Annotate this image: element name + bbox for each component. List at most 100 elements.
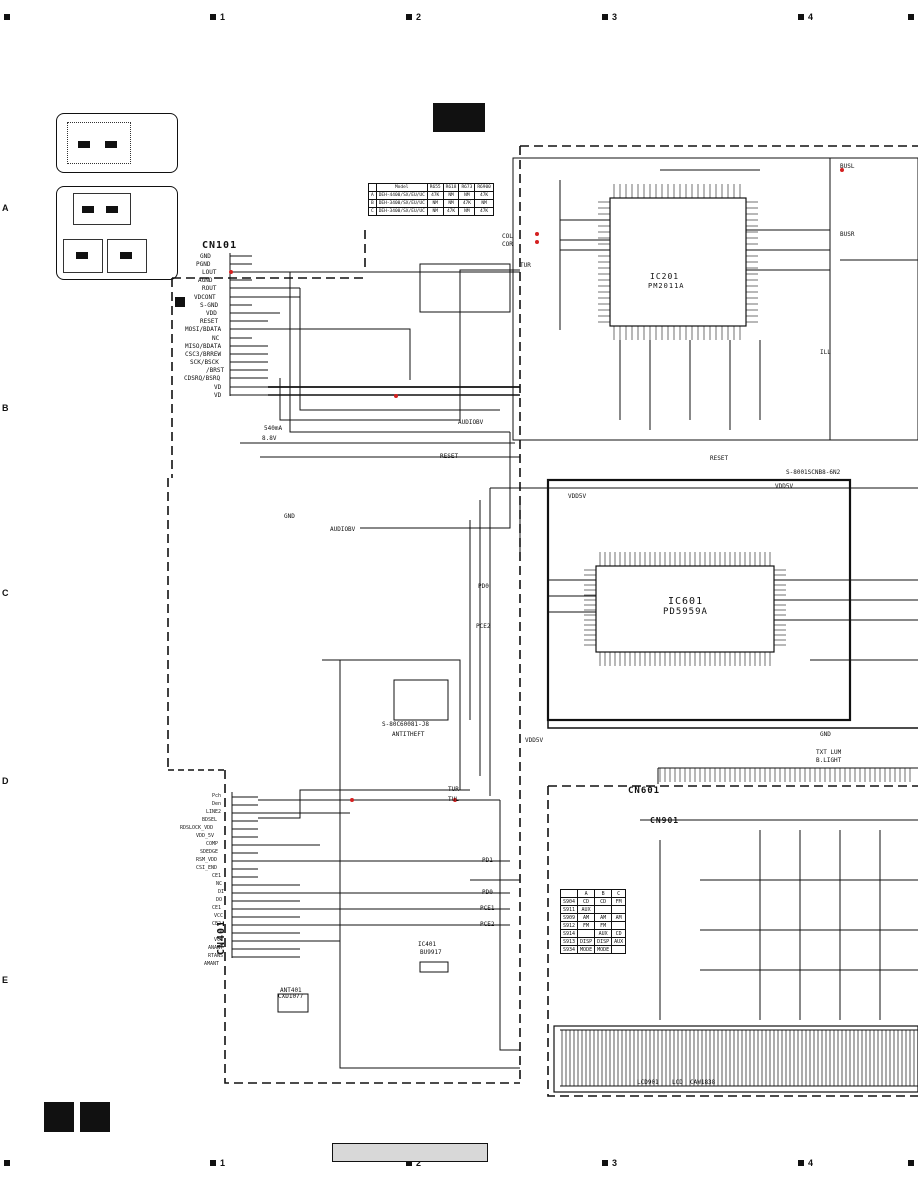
model-table-header-cell: R618 — [442, 183, 460, 192]
switch-table-header-cell — [559, 889, 579, 898]
switch-table-cell: MODE — [577, 945, 596, 954]
model-table-cell: NM — [474, 199, 494, 208]
net-s8001: S-8001SCNB8-6N2 — [786, 469, 841, 476]
corner-mark-bl — [4, 1160, 10, 1166]
flip-key-bottom-left — [63, 239, 103, 273]
switch-table-header-cell: A — [577, 889, 596, 898]
cn401-pin: ANANT — [208, 945, 224, 951]
model-table-cell: DEH-3400/SX/EU/UC — [375, 199, 428, 208]
switch-table-cell: AM — [594, 913, 613, 922]
section-marker-a — [175, 297, 185, 307]
cn101-pin: MOSI/BDATA — [185, 326, 222, 333]
net-gnd-1: GND — [284, 513, 295, 520]
top-tick-4 — [798, 14, 804, 20]
switch-table-cell: S912 — [559, 921, 579, 930]
net-pce1: PCE1 — [480, 905, 495, 912]
switch-table-cell: S909 — [559, 913, 579, 922]
model-table-row: B DEH-3400/SX/EU/UC NM NM 47K NM — [368, 199, 494, 208]
row-letter-c: C — [2, 588, 9, 598]
cn401-pin: VCC — [214, 937, 224, 943]
row-letter-d: D — [2, 776, 9, 786]
cn401-pin: SL — [218, 929, 225, 935]
model-table-cell: NM — [458, 191, 476, 200]
flip-key-block-d — [120, 252, 132, 259]
switch-table-header-cell: B — [594, 889, 613, 898]
net-busr: BUSR — [840, 231, 855, 238]
model-table-header-cell: Model — [375, 183, 428, 192]
top-column-number-3: 3 — [612, 12, 618, 22]
cn101-pin: RESET — [200, 318, 219, 325]
net-pce2-top: PCE2 — [476, 623, 491, 630]
cn401-pin: AMANT — [204, 961, 220, 967]
sheet-key-block-right — [105, 141, 117, 148]
switch-table-cell — [611, 921, 627, 930]
corner-mark-tl — [4, 14, 10, 20]
cn401-pin: RDSLOCK_VDD — [180, 825, 214, 831]
switch-table-cell: FM — [577, 921, 596, 930]
ic201-part: PM2011A — [648, 282, 685, 290]
cn101-pin: LOUT — [202, 269, 217, 276]
ant401-part: CXD1077 — [278, 993, 304, 1000]
net-busl: BUSL — [840, 163, 855, 170]
model-variant-table: Model R655 R618 R673 R6900 A DEH-4400/SX… — [368, 183, 494, 216]
model-table-row: A DEH-4400/SX/EU/UC 47K NM NM 47K — [368, 191, 494, 200]
switch-table-cell: S911 — [559, 905, 579, 914]
model-table-cell: C — [368, 207, 377, 216]
model-table-header-cell: R6900 — [474, 183, 494, 192]
footer-bar — [332, 1143, 488, 1162]
cn101-pin: GND — [200, 253, 211, 260]
switch-table-cell: AM — [611, 913, 627, 922]
model-table-cell: NM — [442, 191, 460, 200]
flip-key-bottom-right — [107, 239, 147, 273]
model-table-cell: 47K — [426, 191, 444, 200]
ic401-part: BU9917 — [420, 949, 442, 956]
cn101-pin: SCK/BSCK — [190, 359, 219, 366]
switch-table-header-cell: C — [611, 889, 627, 898]
cn401-pin: COMP — [206, 841, 219, 847]
cn401-pin: RSM_VDD — [196, 857, 218, 863]
lcd-segment-pins — [561, 1030, 915, 1086]
cn401-pin: DO — [216, 897, 223, 903]
model-table-cell: NM — [426, 207, 444, 216]
lcd901-label: LCD901 — [637, 1079, 659, 1086]
net-tur-1: TUR — [448, 786, 459, 793]
switch-table-cell — [577, 929, 596, 938]
net-ill: ILL — [820, 349, 831, 356]
lcd901-part: LCD — [672, 1079, 683, 1086]
net-pce2: PCE2 — [480, 921, 495, 928]
model-table-cell: NM — [426, 199, 444, 208]
model-table-row: C DEH-3400/SX/EU/UC NM 47K NM 47K — [368, 207, 494, 216]
ic601-part: PD5959A — [663, 607, 708, 617]
cn101-pin: MISO/BDATA — [185, 343, 222, 350]
net-gnd-2: GND — [820, 731, 831, 738]
page-number-block-left — [44, 1102, 74, 1132]
sheet-layout-key — [56, 113, 178, 173]
bottom-column-number-1: 1 — [220, 1158, 226, 1168]
row-letter-e: E — [2, 975, 9, 985]
flip-key-top-page — [73, 193, 131, 225]
cn101-pin: PGND — [196, 261, 211, 268]
row-letter-a: A — [2, 203, 9, 213]
row-letter-b: B — [2, 403, 9, 413]
bottom-tick-1 — [210, 1160, 216, 1166]
cn401-pin: Pch — [212, 793, 222, 799]
top-column-number-2: 2 — [416, 12, 422, 22]
switch-table-cell: CD — [594, 897, 613, 906]
net-audio-bv-mid: AUDIOBV — [330, 526, 356, 533]
ic601-label: IC601 — [668, 596, 704, 607]
cn401-pin: BDSEL — [202, 817, 218, 823]
model-table-cell: NM — [458, 207, 476, 216]
cn401-pin: CSI_END — [196, 865, 218, 871]
net-audio-bv-top: AUDIOBV — [458, 419, 484, 426]
model-table-cell: DEH-4400/SX/EU/UC — [375, 191, 428, 200]
net-txtlum: TXT LUM — [816, 749, 842, 756]
net-reset-1: RESET — [440, 453, 459, 460]
model-table-header-cell: R655 — [426, 183, 444, 192]
net-vdd5v-2: VDD5V — [775, 483, 794, 490]
sheet-key-page — [67, 122, 131, 164]
switch-table-cell: S934 — [559, 945, 579, 954]
